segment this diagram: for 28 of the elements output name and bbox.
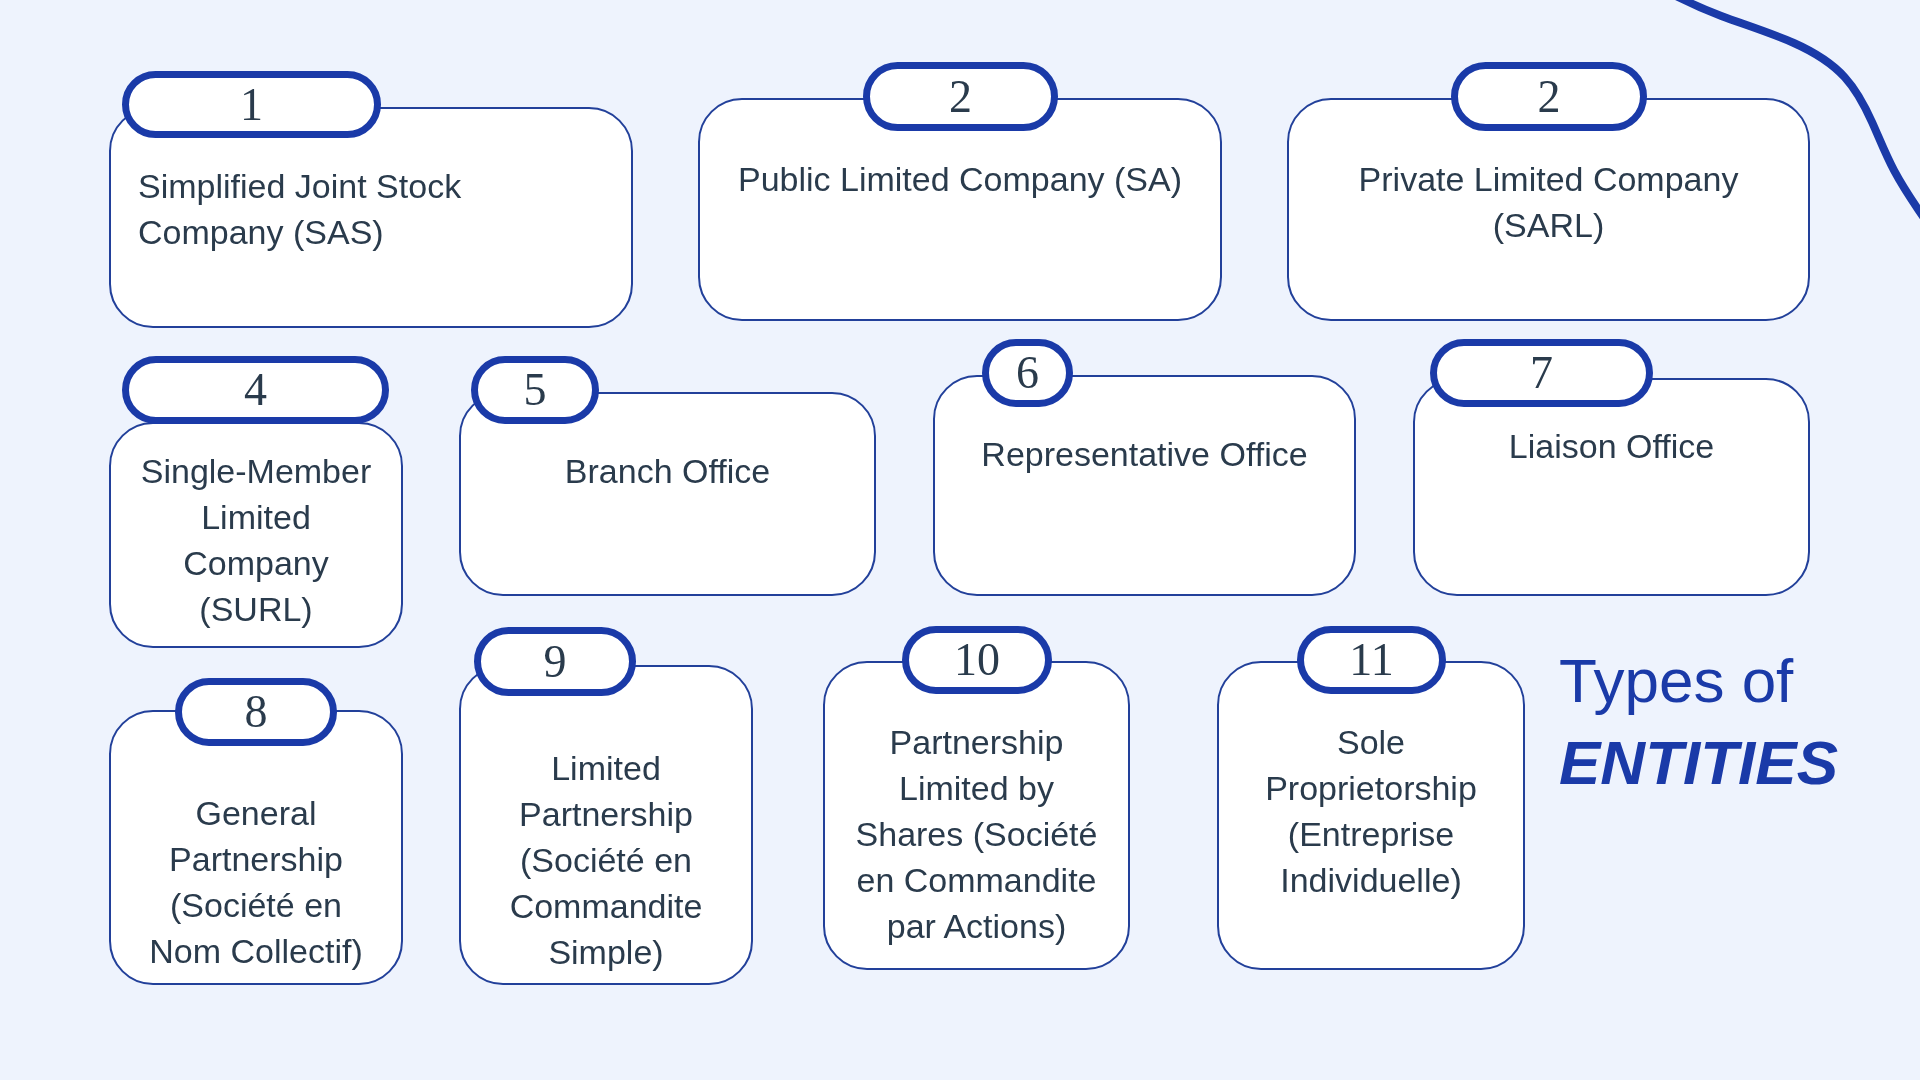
number-pill [471, 356, 599, 424]
entity-type-text: Public Limited Company (SA) [736, 159, 1184, 200]
title: Types of ENTITIES [1559, 645, 1839, 799]
entity-type-text: Liaison Office [1507, 426, 1716, 467]
entity-number: 1 [240, 81, 263, 128]
entity-type-text: Private Limited Company (SARL) [1357, 159, 1740, 246]
entity-type-text: Simplified Joint Stock Company (SAS) [138, 166, 463, 253]
number-pill [1430, 339, 1653, 407]
entity-number: 5 [523, 367, 547, 413]
entity-type-text: Branch Office [563, 451, 772, 492]
entity-number: 8 [244, 689, 268, 735]
entity-number: 6 [1016, 350, 1039, 396]
number-pill [122, 71, 381, 138]
entity-type-text: Representative Office [980, 434, 1309, 475]
entity-number: 10 [954, 637, 1000, 683]
entity-type-text: General Partnership (Société en Nom Collectif) [148, 793, 364, 972]
number-pill [474, 627, 636, 696]
entity-card [109, 422, 403, 648]
entity-number: 11 [1349, 637, 1394, 683]
entity-number: 2 [1537, 73, 1561, 120]
entity-type-text: Single-Member Limited Company (SURL) [139, 451, 373, 630]
entity-number: 4 [244, 367, 267, 413]
entity-number: 2 [949, 73, 972, 120]
entity-type-text: Sole Proprietorship (Entreprise Individuelle) [1264, 722, 1478, 901]
entity-type-text: Limited Partnership (Société en Commandite Simple) [508, 748, 704, 973]
entity-type-text: Partnership Limited by Shares (Société en Commandite par Actions) [854, 722, 1099, 947]
entity-number: 7 [1530, 350, 1553, 396]
entity-number: 9 [543, 638, 567, 685]
